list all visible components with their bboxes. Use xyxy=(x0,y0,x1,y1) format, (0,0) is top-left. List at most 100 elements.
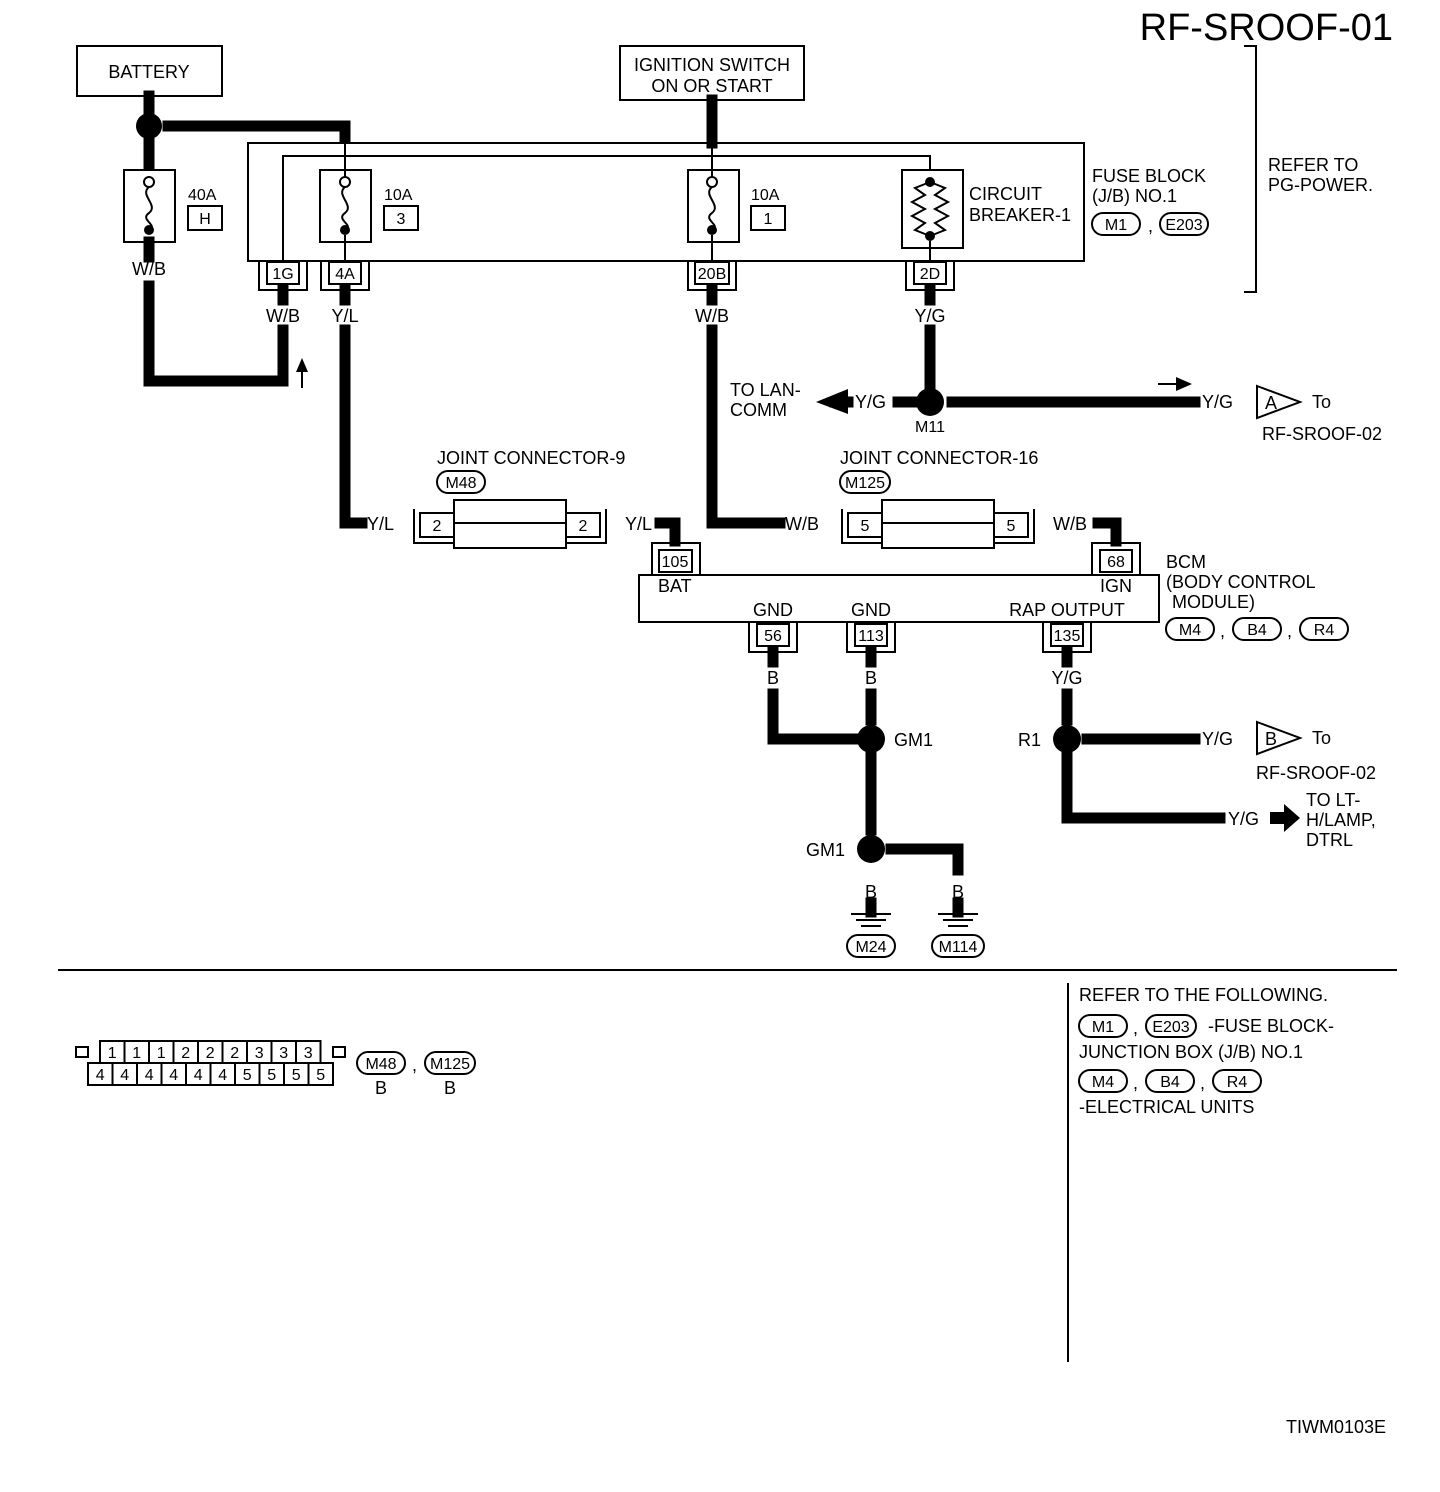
svg-text:,: , xyxy=(1220,621,1225,641)
svg-text:,: , xyxy=(1200,1073,1205,1093)
svg-text:Y/L: Y/L xyxy=(625,514,652,534)
fuse-40a-id: H xyxy=(199,211,211,228)
svg-text:GM1: GM1 xyxy=(894,730,933,750)
connector-cavity-label: 2 xyxy=(230,1045,239,1062)
svg-text:W/B: W/B xyxy=(266,306,300,326)
svg-text:56: 56 xyxy=(764,628,782,645)
battery-splice xyxy=(136,113,162,139)
svg-text:RAP OUTPUT: RAP OUTPUT xyxy=(1009,600,1125,620)
svg-text:105: 105 xyxy=(662,554,689,571)
connector-cavity-label: 5 xyxy=(267,1067,276,1084)
svg-text:W/B: W/B xyxy=(695,306,729,326)
joint9-label: JOINT CONNECTOR-9 xyxy=(437,448,625,468)
fuse-block-conn-e203: E203 xyxy=(1165,217,1202,234)
face-conn-m48: M48 xyxy=(365,1056,396,1073)
splice-m11 xyxy=(916,388,944,416)
svg-text:113: 113 xyxy=(858,628,884,645)
battery-box xyxy=(76,45,223,97)
connector-cavity-label: 4 xyxy=(218,1067,227,1084)
refer-fuse-text2: JUNCTION BOX (J/B) NO.1 xyxy=(1079,1042,1303,1062)
svg-text:,: , xyxy=(1287,621,1292,641)
terminal-20b: 20B xyxy=(687,261,737,291)
svg-text:To: To xyxy=(1312,728,1331,748)
svg-text:E203: E203 xyxy=(1152,1019,1189,1036)
connector-cavity-label: 3 xyxy=(279,1045,288,1062)
svg-text:,: , xyxy=(1148,216,1153,236)
terminal-1g: 1G xyxy=(258,261,308,291)
svg-text:Y/L: Y/L xyxy=(331,306,358,326)
svg-text:1G: 1G xyxy=(272,266,293,283)
splice-gm1-upper xyxy=(857,725,885,753)
bcm-label-2: (BODY CONTROL xyxy=(1166,572,1316,592)
svg-text:,: , xyxy=(1133,1018,1138,1038)
svg-text:R4: R4 xyxy=(1227,1074,1248,1091)
fuse-40a-amp: 40A xyxy=(188,187,217,204)
svg-text:B: B xyxy=(444,1078,456,1098)
refer-bracket xyxy=(1244,45,1257,293)
joint16-conn: M125 xyxy=(845,475,885,492)
terminal-4a: 4A xyxy=(320,261,370,291)
fuse-block-label-1: FUSE BLOCK xyxy=(1092,166,1206,186)
fuse-1-id: 1 xyxy=(764,211,773,228)
bcm-pin-113: 113 xyxy=(846,622,896,653)
fuse-3-amp: 10A xyxy=(384,187,413,204)
joint9-conn: M48 xyxy=(445,475,476,492)
svg-text:GND: GND xyxy=(753,600,793,620)
refer-fuse-text: -FUSE BLOCK- xyxy=(1208,1016,1334,1036)
svg-text:Y/G: Y/G xyxy=(1051,668,1082,688)
offpage-a: A xyxy=(1256,384,1303,420)
connector-cavity-label: 1 xyxy=(157,1045,166,1062)
lt-lamp-3: DTRL xyxy=(1306,830,1353,850)
joint-connector-9: 2 2 xyxy=(413,499,607,549)
svg-text:M4: M4 xyxy=(1179,622,1201,639)
svg-text:Y/G: Y/G xyxy=(1228,809,1259,829)
fuse-block-conn-m1: M1 xyxy=(1105,217,1127,234)
svg-text:Y/G: Y/G xyxy=(914,306,945,326)
svg-text:4A: 4A xyxy=(335,266,355,283)
svg-text:,: , xyxy=(412,1055,417,1075)
joint-connector-16: 5 5 xyxy=(841,499,1035,549)
connector-cavity-label: 4 xyxy=(145,1067,154,1084)
bcm-pin-68: 68 xyxy=(1091,542,1141,575)
svg-text:M24: M24 xyxy=(855,939,886,956)
svg-text:5: 5 xyxy=(1007,518,1016,535)
doc-code: TIWM0103E xyxy=(1286,1417,1386,1437)
offpage-b: B xyxy=(1256,720,1303,756)
wire-yl xyxy=(339,324,368,529)
connector-cavity-label: 1 xyxy=(132,1045,141,1062)
fuse-block-internal-bus xyxy=(282,155,931,261)
svg-text:Y/L: Y/L xyxy=(367,514,394,534)
svg-text:R4: R4 xyxy=(1314,622,1335,639)
cb-label-1: CIRCUIT xyxy=(969,184,1042,204)
connector-cavity-label: 4 xyxy=(194,1067,203,1084)
ignition-label-1: IGNITION SWITCH xyxy=(634,55,790,75)
splice-r1 xyxy=(1053,725,1081,753)
wire-label-wb-1: W/B xyxy=(132,259,166,279)
wire-wb-ign xyxy=(706,324,786,529)
bcm-pin-105: 105 xyxy=(651,542,701,575)
connector-cavity-label: 5 xyxy=(316,1067,325,1084)
svg-text:B: B xyxy=(1265,729,1277,749)
svg-text:B: B xyxy=(767,668,779,688)
svg-text:Y/G: Y/G xyxy=(1202,729,1233,749)
svg-text:A: A xyxy=(1265,393,1277,413)
bcm-label-1: BCM xyxy=(1166,552,1206,572)
svg-text:135: 135 xyxy=(1054,628,1081,645)
svg-text:BAT: BAT xyxy=(658,576,692,596)
svg-text:Y/G: Y/G xyxy=(1202,392,1233,412)
svg-text:W/B: W/B xyxy=(785,514,819,534)
fuse-3-id: 3 xyxy=(397,211,406,228)
svg-text:B: B xyxy=(865,882,877,902)
svg-text:B: B xyxy=(865,668,877,688)
svg-text:M4: M4 xyxy=(1092,1074,1114,1091)
lan-comm-2: COMM xyxy=(730,400,787,420)
refer-pg-2: PG-POWER. xyxy=(1268,175,1373,195)
connector-cavity-label: 5 xyxy=(243,1067,252,1084)
connector-cavity-label: 4 xyxy=(169,1067,178,1084)
ground-m24: M24 xyxy=(846,913,896,958)
svg-text:2: 2 xyxy=(433,518,442,535)
connector-cavity-label: 4 xyxy=(96,1067,105,1084)
refer-header: REFER TO THE FOLLOWING. xyxy=(1079,985,1328,1005)
